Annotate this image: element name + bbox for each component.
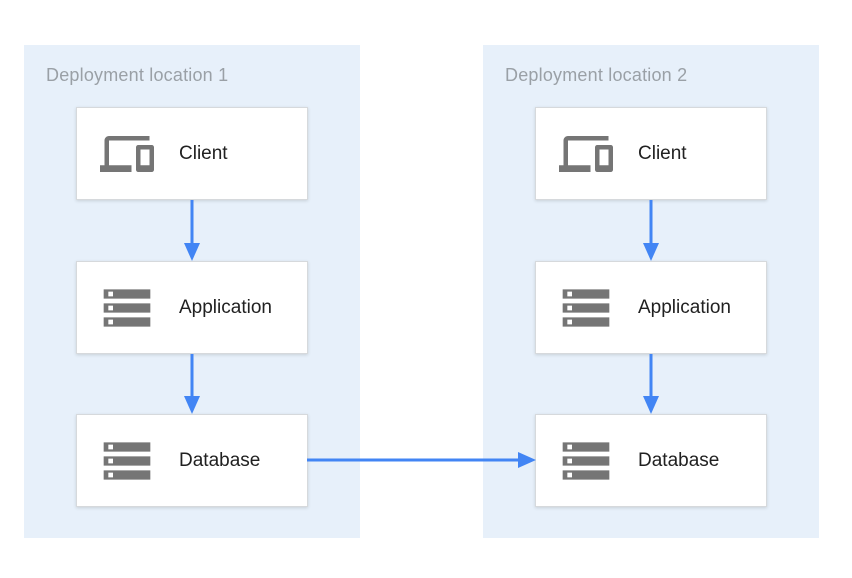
storage-icon bbox=[558, 280, 614, 336]
node-application-2: Application bbox=[535, 261, 767, 354]
node-client-1: Client bbox=[76, 107, 308, 200]
node-database-1: Database bbox=[76, 414, 308, 507]
node-label: Application bbox=[638, 296, 731, 318]
node-database-2: Database bbox=[535, 414, 767, 507]
storage-icon bbox=[99, 280, 155, 336]
node-label: Client bbox=[179, 142, 228, 164]
node-label: Database bbox=[179, 449, 261, 471]
panel-title-1: Deployment location 1 bbox=[46, 65, 229, 85]
devices-icon bbox=[558, 126, 614, 182]
node-label: Database bbox=[638, 449, 720, 471]
deployment-panel-2: Deployment location 2 Client Application bbox=[483, 45, 819, 538]
node-label: Application bbox=[179, 296, 272, 318]
devices-icon bbox=[99, 126, 155, 182]
panel-title-2: Deployment location 2 bbox=[505, 65, 688, 85]
node-client-2: Client bbox=[535, 107, 767, 200]
node-application-1: Application bbox=[76, 261, 308, 354]
node-label: Client bbox=[638, 142, 687, 164]
storage-icon bbox=[99, 433, 155, 489]
storage-icon bbox=[558, 433, 614, 489]
deployment-panel-1: Deployment location 1 Client Application bbox=[24, 45, 360, 538]
